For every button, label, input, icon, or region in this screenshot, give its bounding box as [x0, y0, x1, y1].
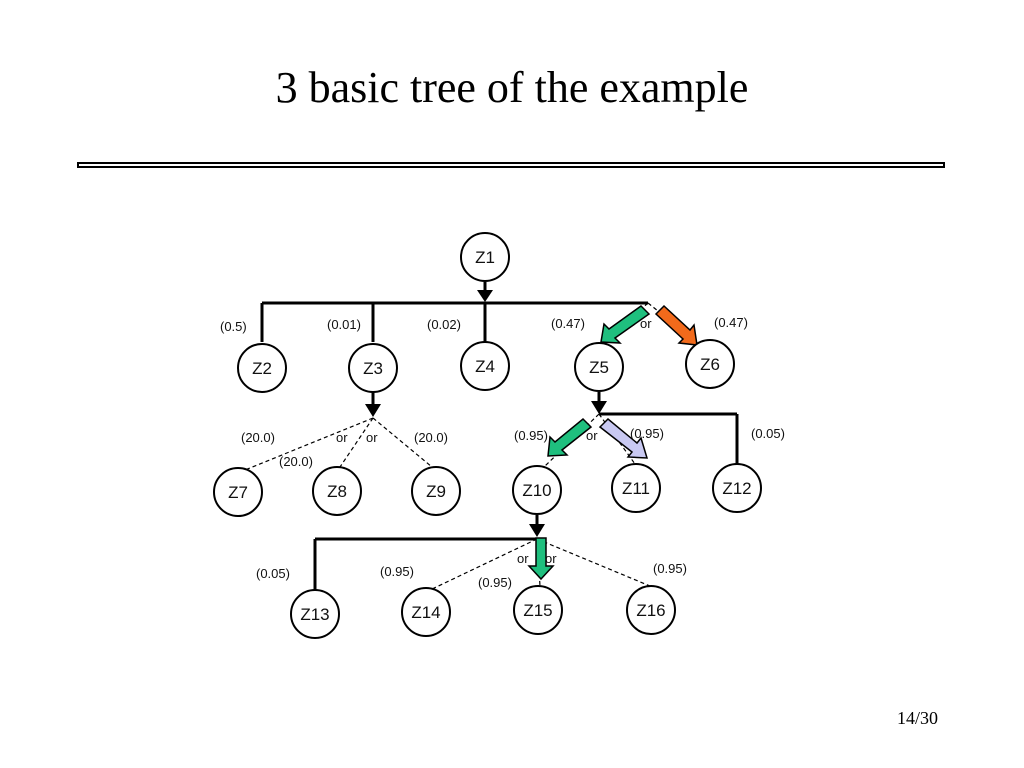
page-number: 14/30 [896, 708, 938, 728]
prob-z16: (0.95) [653, 561, 687, 576]
edge-z3-z8 [339, 417, 374, 468]
nodes [213, 232, 762, 639]
node-z9-label: Z9 [426, 482, 446, 501]
prob-z7: (20.0) [241, 430, 275, 445]
green-arrow-to-z15 [527, 537, 555, 581]
prob-z13: (0.05) [256, 566, 290, 581]
node-z6-label: Z6 [700, 355, 720, 374]
node-z10-label: Z10 [522, 481, 551, 500]
node-z1-label: Z1 [475, 248, 495, 267]
node-z15-circle [513, 585, 563, 635]
node-z11-circle [611, 463, 661, 513]
node-z14-label: Z14 [411, 603, 440, 622]
node-z13-circle [290, 589, 340, 639]
edge-z10-z16 [536, 538, 651, 587]
node-z16-circle [626, 585, 676, 635]
green-arrow-to-z10 [547, 417, 593, 457]
title-divider [77, 162, 945, 168]
prob-z10: (0.95) [514, 428, 548, 443]
prob-z9: (20.0) [414, 430, 448, 445]
arrowhead-z3 [365, 404, 381, 417]
or-label-z10-right: or [545, 551, 557, 566]
or-label-z10-left: or [517, 551, 529, 566]
node-z12-label: Z12 [722, 479, 751, 498]
prob-z3: (0.01) [327, 317, 361, 332]
edges-z10 [313, 515, 651, 591]
prob-z4: (0.02) [427, 317, 461, 332]
node-z2-circle [237, 343, 287, 393]
node-z9-circle [411, 466, 461, 516]
orange-arrow-to-z6 [654, 304, 698, 346]
or-label-z3-right: or [366, 430, 378, 445]
edge-z10-z14 [429, 538, 538, 591]
node-z8-label: Z8 [327, 482, 347, 501]
or-label-z5: or [586, 428, 598, 443]
or-label-z1: or [640, 316, 652, 331]
node-z14-circle [401, 587, 451, 637]
node-z5-circle [574, 342, 624, 392]
edge-z3-z9 [372, 417, 433, 468]
node-z4-circle [460, 341, 510, 391]
edge-z3-z7 [244, 417, 374, 471]
node-z3-circle [348, 343, 398, 393]
node-z10-circle [512, 465, 562, 515]
highlight-arrows [527, 304, 698, 581]
arrowhead-z1 [477, 290, 493, 302]
prob-z8: (20.0) [279, 454, 313, 469]
green-arrow-to-z5 [600, 305, 651, 344]
arrowhead-z10 [529, 524, 545, 537]
node-labels: Z1 Z2 Z3 Z4 Z5 Z6 Z7 Z8 Z9 Z10 Z11 Z12 Z… [228, 248, 752, 624]
node-z1-circle [460, 232, 510, 282]
prob-z2: (0.5) [220, 319, 247, 334]
node-z5-label: Z5 [589, 358, 609, 377]
edges-z1 [260, 282, 693, 343]
node-z2-label: Z2 [252, 359, 272, 378]
prob-z15: (0.95) [478, 575, 512, 590]
prob-z5: (0.47) [551, 316, 585, 331]
node-z7-circle [213, 467, 263, 517]
lavender-arrow-to-z11 [598, 417, 649, 459]
prob-z11: (0.95) [630, 426, 664, 441]
node-z13-label: Z13 [300, 605, 329, 624]
node-z7-label: Z7 [228, 483, 248, 502]
node-z16-label: Z16 [636, 601, 665, 620]
node-z11-label: Z11 [622, 479, 650, 498]
arrowhead-z5 [591, 401, 607, 414]
prob-z6: (0.47) [714, 315, 748, 330]
or-label-z3-left: or [336, 430, 348, 445]
node-z6-circle [685, 339, 735, 389]
node-z4-label: Z4 [475, 357, 495, 376]
prob-z12: (0.05) [751, 426, 785, 441]
edges-z3 [244, 392, 433, 471]
node-z8-circle [312, 466, 362, 516]
node-z15-label: Z15 [523, 601, 552, 620]
prob-z14: (0.95) [380, 564, 414, 579]
or-labels: or or or or or or [336, 316, 652, 566]
probability-labels: (0.5) (0.01) (0.02) (0.47) (0.47) (20.0)… [220, 315, 785, 590]
slide-title: 3 basic tree of the example [275, 63, 749, 112]
node-z12-circle [712, 463, 762, 513]
node-z3-label: Z3 [363, 359, 383, 378]
